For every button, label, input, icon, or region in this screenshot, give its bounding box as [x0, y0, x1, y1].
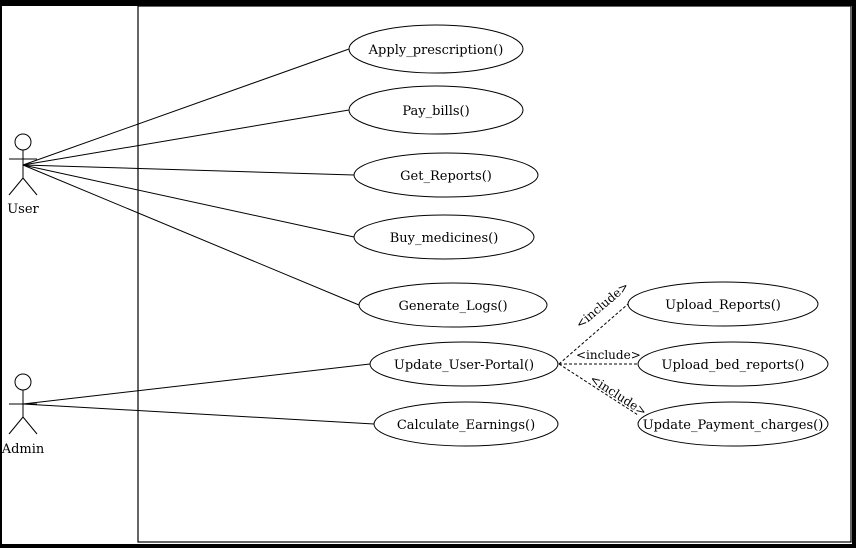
use-case-pay-bills[interactable]: Pay_bills()	[348, 85, 524, 135]
include-arrow-upload-reports	[558, 303, 629, 365]
association-admin-calculate-earnings	[22, 403, 375, 425]
use-case-label: Upload_Reports()	[665, 298, 781, 313]
use-cases: Apply_prescription() Pay_bills() Get_Rep…	[348, 24, 829, 447]
use-case-update-payment-charges[interactable]: Update_Payment_charges()	[637, 401, 829, 447]
use-case-label: Apply_prescription()	[368, 43, 504, 58]
association-user-get-reports	[22, 164, 355, 176]
association-user-apply-prescription	[22, 48, 350, 166]
use-case-diagram: <include> <include> <include> User Admin…	[2, 6, 852, 543]
system-boundary	[137, 6, 852, 543]
use-case-upload-bed-reports[interactable]: Upload_bed_reports()	[637, 341, 829, 387]
use-case-label: Update_Payment_charges()	[643, 418, 824, 433]
include-label-3: <include>	[587, 372, 649, 419]
use-case-label: Calculate_Earnings()	[397, 418, 535, 433]
use-case-get-reports[interactable]: Get_Reports()	[353, 152, 539, 198]
association-user-generate-logs	[22, 164, 360, 306]
use-case-apply-prescription[interactable]: Apply_prescription()	[348, 24, 524, 74]
association-user-pay-bills	[22, 109, 350, 166]
use-case-generate-logs[interactable]: Generate_Logs()	[358, 282, 548, 328]
use-case-label: Upload_bed_reports()	[662, 358, 805, 373]
associations	[22, 48, 375, 425]
use-case-upload-reports[interactable]: Upload_Reports()	[627, 281, 819, 327]
actor-admin-label: Admin	[2, 442, 45, 457]
use-case-label: Update_User-Portal()	[394, 358, 534, 373]
actor-admin: Admin	[2, 373, 45, 457]
diagram-canvas: <include> <include> <include> User Admin…	[2, 6, 852, 544]
include-arrow-update-payment-charges	[558, 363, 639, 416]
use-case-label: Get_Reports()	[400, 169, 492, 184]
use-case-update-user-portal[interactable]: Update_User-Portal()	[369, 341, 559, 387]
association-user-buy-medicines	[22, 164, 355, 238]
include-label-1: <include>	[573, 279, 632, 331]
actor-user-label: User	[7, 202, 39, 217]
use-case-buy-medicines[interactable]: Buy_medicines()	[353, 214, 535, 260]
use-case-label: Buy_medicines()	[390, 231, 499, 246]
use-case-label: Pay_bills()	[402, 104, 469, 119]
include-label-2: <include>	[576, 348, 641, 362]
actor-user: User	[7, 133, 40, 217]
use-case-calculate-earnings[interactable]: Calculate_Earnings()	[373, 401, 559, 447]
association-admin-update-user-portal	[22, 363, 371, 405]
use-case-label: Generate_Logs()	[398, 299, 507, 314]
